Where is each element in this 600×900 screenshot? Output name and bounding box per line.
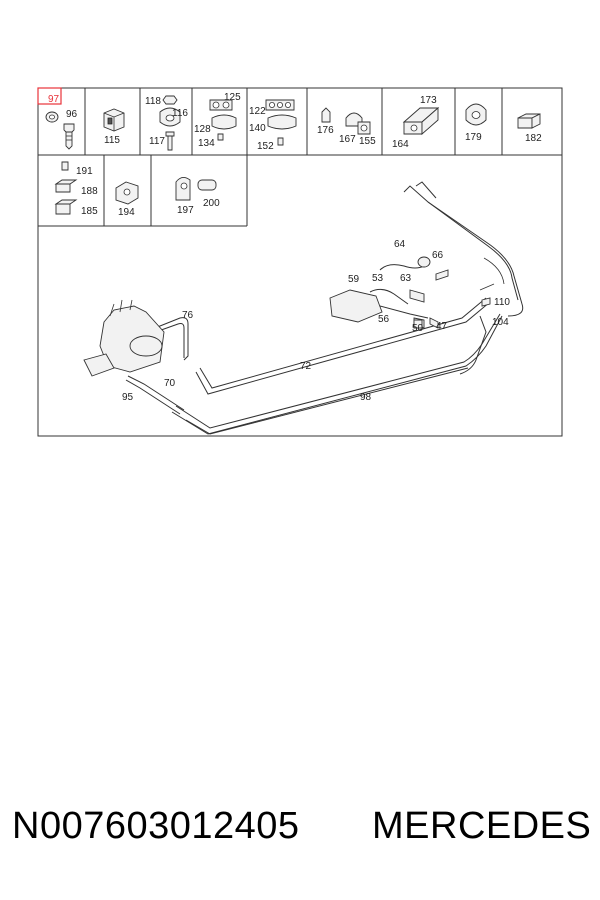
callout-97: 97 (48, 94, 60, 105)
diagram-frame (37, 87, 563, 437)
small-screw-icon (277, 137, 284, 146)
screw-icon (165, 131, 175, 151)
callout-96: 96 (66, 109, 78, 120)
callout-185: 185 (81, 206, 98, 217)
callout-53: 53 (372, 273, 384, 284)
callout-47: 47 (436, 321, 448, 332)
cell-118-116-117 (159, 95, 181, 151)
callout-56: 56 (378, 314, 390, 325)
callout-117: 117 (149, 136, 165, 147)
callout-76: 76 (182, 310, 194, 321)
cell-122-140-152 (265, 99, 297, 146)
parts-grid (37, 87, 563, 437)
cell-197-200 (175, 177, 217, 201)
callout-173: 173 (420, 95, 437, 106)
clip-bracket-icon (267, 114, 297, 130)
callout-116: 116 (172, 108, 188, 119)
callout-50: 50 (412, 323, 424, 334)
callout-63: 63 (400, 273, 412, 284)
callout-115: 115 (104, 135, 120, 146)
callout-194: 194 (118, 207, 135, 218)
callout-59: 59 (348, 274, 360, 285)
clip-bracket-icon (211, 114, 237, 130)
clip-block-icon (54, 179, 78, 193)
product-caption: N007603012405 MERCEDES (0, 805, 600, 865)
cell-179 (465, 103, 487, 126)
callout-176: 176 (317, 125, 334, 136)
callout-72: 72 (300, 361, 312, 372)
callout-179: 179 (465, 132, 482, 143)
callout-98: 98 (360, 392, 372, 403)
cell-176-167-155 (321, 107, 371, 135)
cell-182 (517, 113, 541, 129)
cell-191-188-185 (54, 161, 78, 215)
callout-95: 95 (122, 392, 134, 403)
callout-182: 182 (525, 133, 542, 144)
cell-173-164 (402, 107, 440, 135)
small-screw-icon (61, 161, 69, 171)
callout-200: 200 (203, 198, 220, 209)
bolt-head-icon (63, 123, 75, 133)
callout-167: 167 (339, 134, 356, 145)
small-screw-icon (217, 133, 224, 141)
fuel-tank-outline (403, 185, 524, 317)
bolt-shaft-icon (65, 131, 73, 150)
callout-64: 64 (394, 239, 406, 250)
distributor-block-icon (329, 289, 383, 323)
callout-197: 197 (177, 205, 194, 216)
callout-104: 104 (492, 317, 509, 328)
callout-188: 188 (81, 186, 98, 197)
part-number: N007603012405 (12, 805, 300, 847)
nut-icon (162, 95, 178, 105)
callout-66: 66 (432, 250, 444, 261)
parts-diagram: 97 96 115 118 116 117 125 128 134 122 14… (37, 87, 563, 437)
cell-97-96 (37, 87, 75, 150)
cell-115 (103, 108, 125, 132)
callout-155: 155 (359, 136, 376, 147)
rivet-icon (321, 107, 331, 123)
callout-164: 164 (392, 139, 409, 150)
callout-70: 70 (164, 378, 176, 389)
callout-140: 140 (249, 123, 266, 134)
highlight-marker (37, 87, 62, 105)
callout-labels: 97 96 115 118 116 117 125 128 134 122 14… (48, 92, 542, 403)
fuel-filter-icon (83, 353, 115, 377)
callout-152: 152 (257, 141, 274, 152)
cell-125-128-134 (209, 99, 237, 141)
callout-125: 125 (224, 92, 241, 103)
clip-block-icon (54, 199, 78, 215)
callout-191: 191 (76, 166, 93, 177)
cell-194 (115, 181, 139, 205)
callout-118: 118 (145, 96, 161, 107)
fuel-line-assembly (83, 181, 524, 435)
brand-name: MERCEDES (372, 805, 592, 847)
rubber-sleeve-icon (197, 179, 217, 191)
callout-122: 122 (249, 106, 266, 117)
callout-128: 128 (194, 124, 211, 135)
callout-110: 110 (494, 297, 510, 308)
callout-134: 134 (198, 138, 215, 149)
